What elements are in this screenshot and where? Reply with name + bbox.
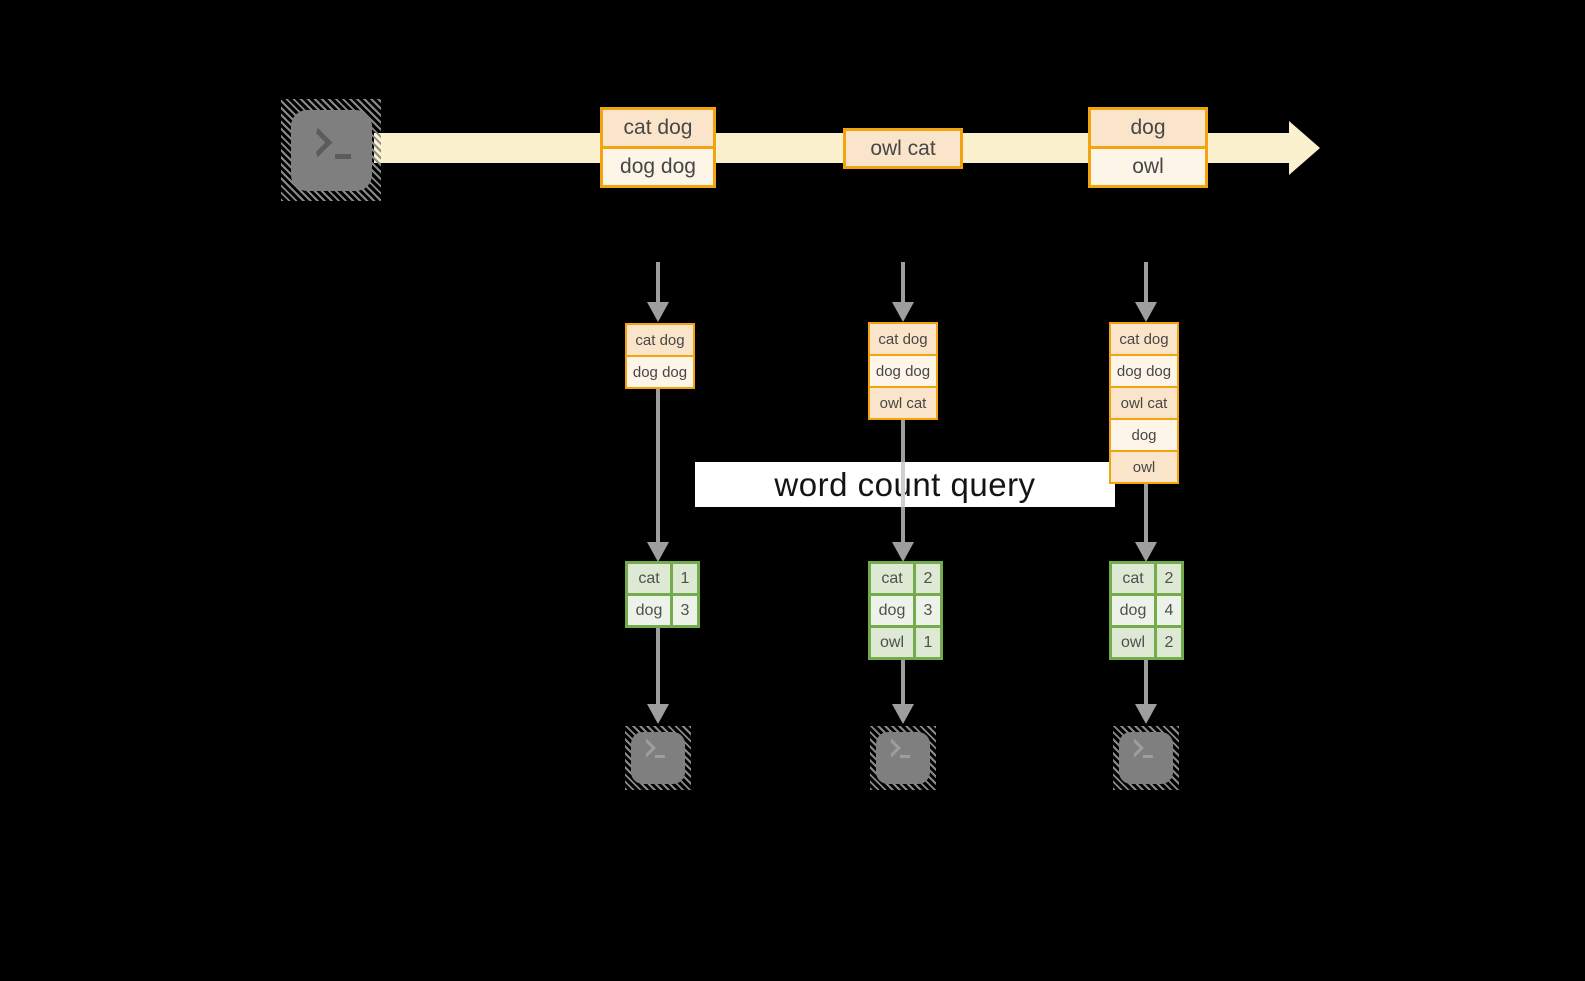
query-arrowhead-icon <box>892 542 914 562</box>
query-arrowhead-icon <box>647 542 669 562</box>
query-arrow-line <box>656 389 660 543</box>
count-cell: 1 <box>916 628 940 657</box>
arrow-through-line <box>901 462 905 507</box>
output-arrow-line <box>1144 660 1148 705</box>
message-cell: dog <box>1091 110 1205 146</box>
input-stream-arrowhead-icon <box>1289 121 1320 175</box>
result-table-1: cat 1 dog 3 <box>625 561 700 628</box>
stream-batch-3: dog owl <box>1088 107 1208 188</box>
message-cell: cat dog <box>603 110 713 146</box>
message-cell: dog dog <box>1111 356 1177 386</box>
prompt-chevron-icon <box>881 738 901 758</box>
word-cell: dog <box>628 596 670 625</box>
result-table-3: cat 2 dog 4 owl 2 <box>1109 561 1184 660</box>
input-table-2: cat dog dog dog owl cat <box>868 322 938 420</box>
message-cell: owl cat <box>846 131 960 166</box>
message-cell: cat dog <box>1111 324 1177 354</box>
count-cell: 3 <box>673 596 697 625</box>
count-cell: 4 <box>1157 596 1181 625</box>
output-arrowhead-icon <box>1135 704 1157 724</box>
terminal-body <box>876 732 930 784</box>
word-cell: cat <box>1112 564 1154 593</box>
sink-terminal-icon <box>870 726 936 790</box>
word-cell: cat <box>871 564 913 593</box>
output-arrow-line <box>901 660 905 705</box>
message-cell: cat dog <box>627 325 693 355</box>
input-table-3: cat dog dog dog owl cat dog owl <box>1109 322 1179 484</box>
word-cell: dog <box>871 596 913 625</box>
terminal-body <box>1119 732 1173 784</box>
word-cell: owl <box>871 628 913 657</box>
message-cell: owl <box>1091 149 1205 185</box>
output-arrowhead-icon <box>892 704 914 724</box>
stream-batch-2: owl cat <box>843 128 963 169</box>
prompt-underscore-icon <box>1143 755 1153 758</box>
count-cell: 2 <box>1157 628 1181 657</box>
trigger-arrow-line <box>656 262 660 302</box>
query-arrowhead-icon <box>1135 542 1157 562</box>
trigger-arrow-line <box>901 262 905 302</box>
message-cell: dog dog <box>603 149 713 185</box>
message-cell: owl cat <box>870 388 936 418</box>
word-cell: dog <box>1112 596 1154 625</box>
message-cell: owl cat <box>1111 388 1177 418</box>
trigger-arrowhead-icon <box>1135 302 1157 322</box>
word-cell: owl <box>1112 628 1154 657</box>
trigger-arrow-line <box>1144 262 1148 302</box>
count-cell: 2 <box>1157 564 1181 593</box>
prompt-chevron-icon <box>1124 738 1144 758</box>
input-table-1: cat dog dog dog <box>625 323 695 389</box>
message-cell: dog <box>1111 420 1177 450</box>
trigger-arrowhead-icon <box>647 302 669 322</box>
prompt-chevron-icon <box>302 127 333 158</box>
output-arrowhead-icon <box>647 704 669 724</box>
count-cell: 2 <box>916 564 940 593</box>
prompt-underscore-icon <box>900 755 910 758</box>
trigger-arrowhead-icon <box>892 302 914 322</box>
word-cell: cat <box>628 564 670 593</box>
sink-terminal-icon <box>625 726 691 790</box>
message-cell: cat dog <box>870 324 936 354</box>
query-label: word count query <box>695 462 1115 507</box>
prompt-underscore-icon <box>655 755 665 758</box>
sink-terminal-icon <box>1113 726 1179 790</box>
stream-batch-1: cat dog dog dog <box>600 107 716 188</box>
terminal-body <box>291 110 372 191</box>
count-cell: 3 <box>916 596 940 625</box>
message-cell: dog dog <box>627 357 693 387</box>
result-table-2: cat 2 dog 3 owl 1 <box>868 561 943 660</box>
prompt-chevron-icon <box>636 738 656 758</box>
source-terminal-icon <box>281 99 381 201</box>
terminal-body <box>631 732 685 784</box>
count-cell: 1 <box>673 564 697 593</box>
message-cell: owl <box>1111 452 1177 482</box>
prompt-underscore-icon <box>335 154 351 159</box>
message-cell: dog dog <box>870 356 936 386</box>
output-arrow-line <box>656 628 660 705</box>
query-arrow-line <box>1144 484 1148 543</box>
